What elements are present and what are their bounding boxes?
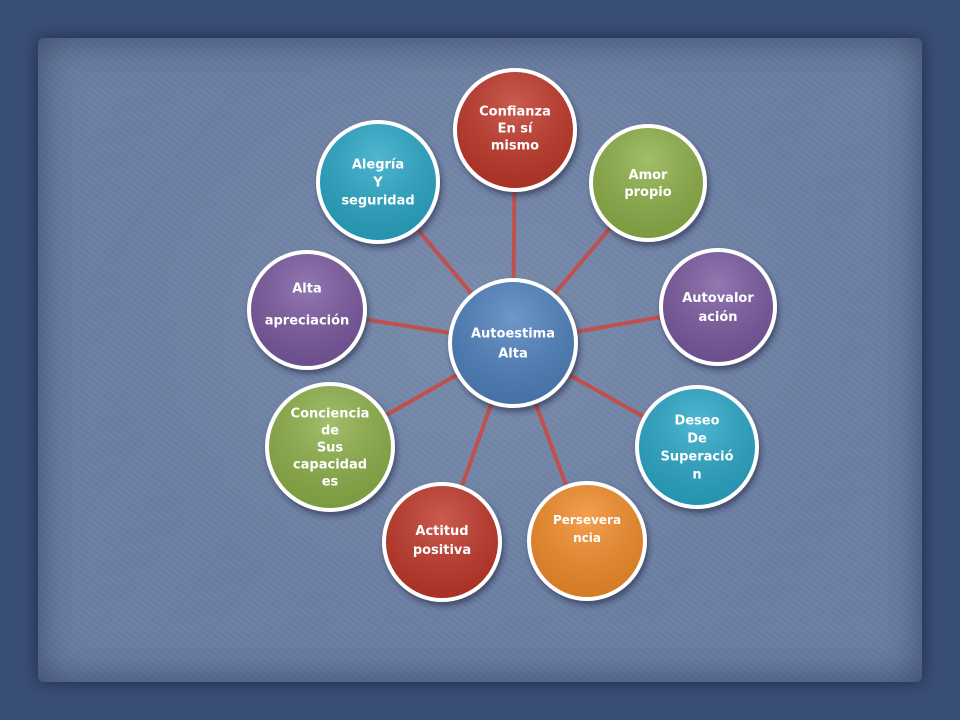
node-gloss <box>663 252 773 362</box>
node-label-line: Alta <box>292 282 322 297</box>
node-label-line: positiva <box>413 543 471 558</box>
node-label-line: Autovalor <box>682 291 754 306</box>
node-label-line: capacidad <box>293 458 367 473</box>
node-confianza: Confianza En sí mismo <box>453 68 577 192</box>
node-label-line: De <box>687 432 707 447</box>
node-label-line: seguridad <box>341 194 414 209</box>
node-gloss <box>639 389 755 505</box>
node-label-line: apreciación <box>265 314 350 329</box>
node-autovaloracion: Autovalor ación <box>659 248 777 366</box>
node-label-line: Deseo <box>674 414 719 429</box>
node-label-line: Conciencia <box>291 407 370 422</box>
node-label-line: de <box>321 424 339 439</box>
center-gloss <box>452 282 574 404</box>
center-label-line: Autoestima <box>471 327 555 342</box>
center-label-line: Alta <box>498 347 528 362</box>
node-alta-apreciacion: Alta apreciación <box>247 250 367 370</box>
node-label-line: Amor <box>629 168 669 183</box>
node-label-line: Actitud <box>415 524 468 539</box>
node-label-line: Y <box>372 176 383 191</box>
node-label-line: propio <box>624 185 671 200</box>
node-label-line: ncia <box>573 531 601 545</box>
node-label-line: Persevera <box>553 513 621 527</box>
node-gloss <box>593 128 703 238</box>
node-label-line: Superació <box>660 450 733 465</box>
node-perseverancia: Persevera ncia <box>527 481 647 601</box>
node-label-line: Sus <box>317 441 344 456</box>
node-label-line: mismo <box>491 139 539 154</box>
node-label-line: n <box>692 468 701 483</box>
node-gloss <box>251 254 363 366</box>
node-gloss <box>320 124 436 240</box>
node-amor-propio: Amor propio <box>589 124 707 242</box>
node-actitud-positiva: Actitud positiva <box>382 482 502 602</box>
node-gloss <box>269 386 391 508</box>
node-gloss <box>457 72 573 188</box>
node-label-line: Confianza <box>479 105 551 120</box>
node-label-line: Alegría <box>352 158 404 173</box>
node-label-line: ación <box>698 310 737 325</box>
node-label-line: es <box>322 475 339 490</box>
node-gloss <box>531 485 643 597</box>
node-label-line: En sí <box>498 122 534 137</box>
node-gloss <box>386 486 498 598</box>
